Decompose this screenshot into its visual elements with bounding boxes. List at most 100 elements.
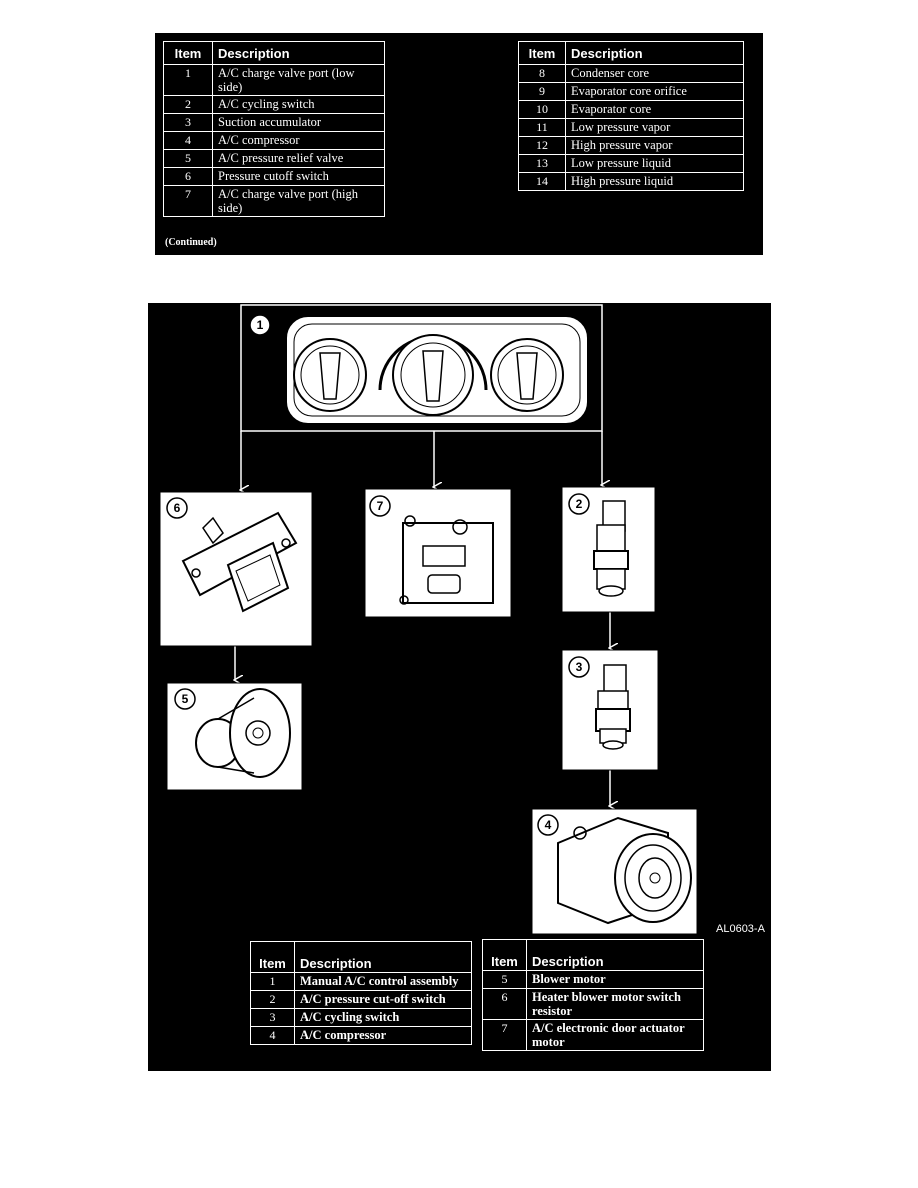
callout-label: 4: [545, 818, 552, 832]
item-number: 6: [163, 167, 213, 186]
item-description: A/C electronic door actuator motor: [526, 1019, 704, 1051]
callout-label: 1: [257, 318, 264, 332]
item-description: Heater blower motor switch resistor: [526, 988, 704, 1020]
connector-lines: [235, 304, 610, 806]
control-assembly-frame: [240, 304, 603, 432]
control-assembly-illustration: 1: [249, 314, 589, 425]
item-description: Low pressure liquid: [565, 154, 744, 173]
item-description: A/C compressor: [212, 131, 385, 150]
item-description: High pressure liquid: [565, 172, 744, 191]
item-description: High pressure vapor: [565, 136, 744, 155]
item-description: A/C charge valve port (low side): [212, 64, 385, 96]
item-description: Evaporator core: [565, 100, 744, 119]
figure-reference-code: AL0603-A: [716, 923, 765, 935]
item-number: 6: [482, 988, 527, 1020]
item-number: 1: [250, 972, 295, 991]
callout-label: 3: [576, 660, 583, 674]
cycling-switch-illustration: 3: [561, 649, 659, 771]
column-header-description: Description: [212, 41, 385, 65]
item-number: 7: [163, 185, 213, 217]
column-header-item: Item: [482, 939, 527, 971]
column-header-item: Item: [250, 941, 295, 973]
item-description: A/C cycling switch: [212, 95, 385, 114]
continued-note: (Continued): [165, 237, 217, 248]
compressor-illustration: 4: [531, 808, 698, 935]
item-description: Manual A/C control assembly: [294, 972, 472, 991]
item-number: 12: [518, 136, 566, 155]
table-header-row: Item Description: [163, 41, 385, 65]
column-header-description: Description: [294, 941, 472, 973]
table-header-row: Item Description: [518, 41, 744, 65]
item-description: Blower motor: [526, 970, 704, 989]
item-number: 5: [482, 970, 527, 989]
item-description: A/C pressure cut-off switch: [294, 990, 472, 1009]
column-header-description: Description: [526, 939, 704, 971]
item-description: A/C compressor: [294, 1026, 472, 1045]
callout-label: 2: [576, 497, 583, 511]
callout-label: 5: [182, 692, 189, 706]
item-description: Low pressure vapor: [565, 118, 744, 137]
item-number: 3: [163, 113, 213, 132]
table-header-row: Item Description: [250, 941, 472, 973]
item-number: 7: [482, 1019, 527, 1051]
item-number: 3: [250, 1008, 295, 1027]
callout-label: 6: [174, 501, 181, 515]
callout-6: [166, 497, 188, 519]
item-description: A/C charge valve port (high side): [212, 185, 385, 217]
table-header-row: Item Description: [482, 939, 704, 971]
actuator-illustration: 7: [364, 488, 512, 618]
column-header-item: Item: [518, 41, 566, 65]
cutoff-switch-illustration: 2: [561, 486, 656, 613]
item-number: 13: [518, 154, 566, 173]
callout-4: [537, 814, 559, 836]
column-header-description: Description: [565, 41, 744, 65]
column-header-item: Item: [163, 41, 213, 65]
item-description: Evaporator core orifice: [565, 82, 744, 101]
item-description: Condenser core: [565, 64, 744, 83]
item-number: 10: [518, 100, 566, 119]
item-number: 9: [518, 82, 566, 101]
component-diagram: 1 6 7: [159, 304, 698, 935]
item-number: 4: [163, 131, 213, 150]
resistor-illustration: 6: [159, 491, 313, 647]
blower-motor-illustration: 5: [166, 682, 303, 791]
item-number: 8: [518, 64, 566, 83]
component-diagram-panel: 1 6 7: [148, 303, 771, 1071]
callout-2: [568, 493, 590, 515]
callout-label: 7: [377, 499, 384, 513]
callout-5: [174, 688, 196, 710]
item-number: 11: [518, 118, 566, 137]
item-description: Pressure cutoff switch: [212, 167, 385, 186]
callout-3: [568, 656, 590, 678]
item-description: A/C cycling switch: [294, 1008, 472, 1027]
item-description: Suction accumulator: [212, 113, 385, 132]
item-number: 2: [163, 95, 213, 114]
item-number: 5: [163, 149, 213, 168]
item-number: 4: [250, 1026, 295, 1045]
callout-1: [249, 314, 271, 336]
